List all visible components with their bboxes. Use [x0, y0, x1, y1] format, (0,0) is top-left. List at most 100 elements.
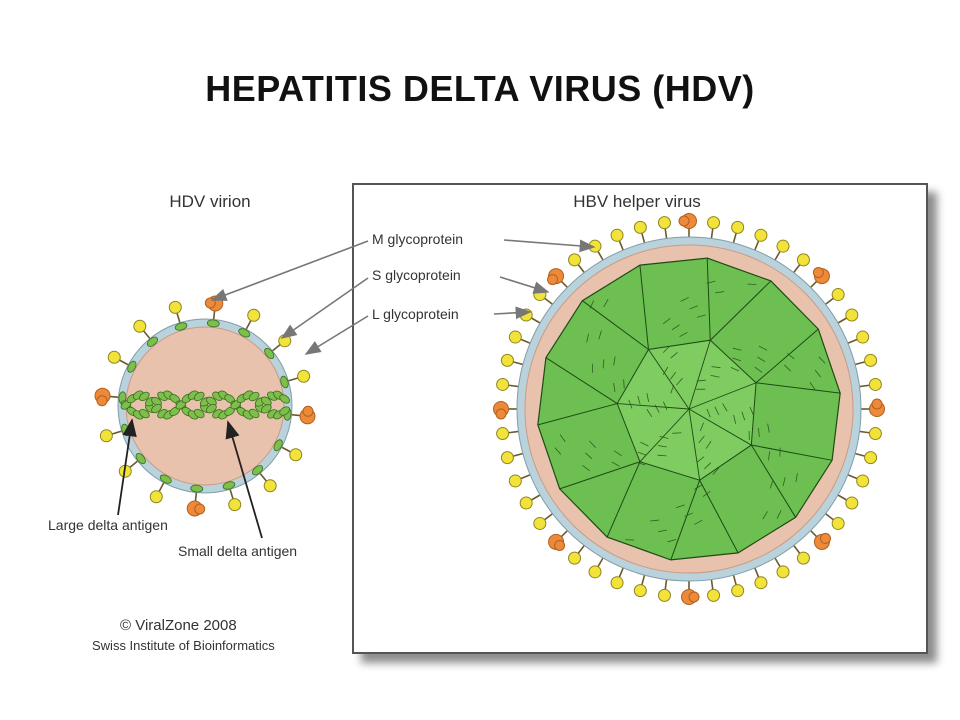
capsid-texture	[705, 440, 712, 449]
s-glycoprotein	[533, 516, 547, 530]
l-arrow-hbv	[493, 306, 532, 320]
s-glycoprotein	[754, 576, 768, 590]
s-glycoprotein	[657, 588, 671, 602]
s-glycoprotein	[796, 253, 810, 267]
capsid-texture	[732, 357, 742, 362]
capsid-texture	[758, 427, 760, 438]
s-glycoprotein	[856, 330, 870, 344]
slide-title: HEPATITIS DELTA VIRUS (HDV)	[205, 68, 755, 109]
s-glycoprotein	[707, 216, 721, 230]
capsid-texture	[603, 298, 609, 308]
glycoprotein-arrows	[210, 239, 596, 355]
l-glycoprotein-lobe	[871, 398, 883, 410]
capsid-texture	[730, 367, 740, 372]
s-glycoprotein	[519, 496, 533, 510]
capsid-texture	[662, 317, 671, 325]
capsid-facet-line	[688, 408, 752, 446]
hbv-capsid	[537, 257, 841, 561]
small-antigen-arrow	[225, 420, 263, 539]
credit-line-2: Swiss Institute of Bioinformatics	[92, 638, 275, 653]
capsid-facet-line	[617, 403, 690, 410]
capsid-texture	[613, 383, 616, 393]
hdv-title: HDV virion	[169, 192, 250, 211]
capsid-texture	[657, 445, 667, 448]
l-glycoprotein-lobe	[96, 395, 108, 407]
s-arrow-hdv	[280, 277, 369, 339]
membrane-protein	[238, 328, 251, 338]
capsid-texture	[749, 406, 754, 416]
capsid-texture	[676, 378, 683, 386]
capsid-facet-line	[639, 408, 690, 463]
capsid-texture	[662, 345, 670, 353]
l-glycoprotein-lobe	[819, 532, 831, 544]
capsid-texture	[714, 406, 720, 416]
membrane-protein	[146, 336, 159, 347]
capsid-texture	[582, 465, 590, 472]
capsid-texture	[598, 330, 602, 340]
delta-antigen	[260, 396, 272, 406]
capsid-texture	[710, 374, 720, 378]
m-arrow-hbv	[503, 239, 596, 253]
delta-antigen	[279, 394, 290, 404]
capsid-facet-line	[755, 382, 841, 394]
capsid-texture	[654, 404, 660, 413]
capsid-texture	[637, 395, 641, 405]
l-arrow-hdv	[304, 315, 369, 355]
capsid-texture	[818, 356, 826, 364]
l-glycoprotein-lobe	[302, 405, 314, 417]
delta-antigen	[138, 391, 150, 402]
capsid-texture	[715, 291, 725, 294]
s-glycoprotein	[263, 479, 277, 493]
capsid-texture	[767, 423, 770, 433]
capsid-facet-line	[639, 265, 649, 350]
capsid-texture	[699, 422, 704, 432]
s-glycoprotein	[519, 308, 533, 322]
s-glycoprotein	[776, 239, 790, 253]
capsid-facet-line	[709, 280, 772, 341]
l-glycoprotein-label: L glycoprotein	[372, 306, 459, 322]
s-glycoprotein	[568, 253, 582, 267]
capsid-texture	[636, 461, 646, 466]
capsid-texture	[675, 504, 685, 509]
capsid-texture	[559, 434, 566, 442]
l-glycoprotein-lobe	[812, 267, 824, 279]
capsid-texture	[795, 473, 798, 483]
capsid-texture	[696, 379, 706, 382]
delta-antigen	[279, 406, 290, 416]
capsid-texture	[646, 409, 653, 418]
s-glycoprotein	[496, 377, 510, 391]
capsid-facet-line	[559, 461, 641, 490]
capsid-texture	[689, 305, 699, 310]
capsid-texture	[659, 435, 669, 439]
hdv-virion	[94, 295, 316, 517]
capsid-texture	[680, 297, 689, 302]
l-glycoprotein-lobe	[688, 591, 700, 603]
capsid-facet-line	[755, 328, 819, 384]
delta-antigen-arrows	[117, 418, 263, 539]
l-glycoprotein-lobe	[678, 215, 690, 227]
s-glycoprotein	[297, 369, 311, 383]
capsid-texture	[784, 364, 792, 372]
s-glycoprotein	[856, 474, 870, 488]
s-glycoprotein	[496, 427, 510, 441]
m-glycoprotein-label: M glycoprotein	[372, 231, 463, 247]
capsid-texture	[762, 511, 768, 520]
membrane-protein	[127, 360, 137, 373]
large-delta-antigen-label: Large delta antigen	[48, 517, 168, 533]
capsid-texture	[628, 399, 633, 409]
capsid-texture	[706, 280, 716, 284]
membrane-protein	[190, 484, 204, 493]
l-glycoprotein-lobe	[547, 274, 559, 286]
capsid-texture	[732, 347, 742, 351]
delta-antigen	[151, 403, 162, 414]
capsid-texture	[646, 392, 650, 402]
capsid-texture	[684, 512, 693, 517]
delta-antigen	[193, 408, 205, 419]
capsid-texture	[757, 356, 766, 363]
hbv-virion	[493, 213, 885, 605]
capsid-texture	[698, 435, 705, 444]
s-glycoprotein	[657, 216, 671, 230]
capsid-texture	[672, 432, 682, 434]
capsid-facet-line	[751, 444, 833, 461]
